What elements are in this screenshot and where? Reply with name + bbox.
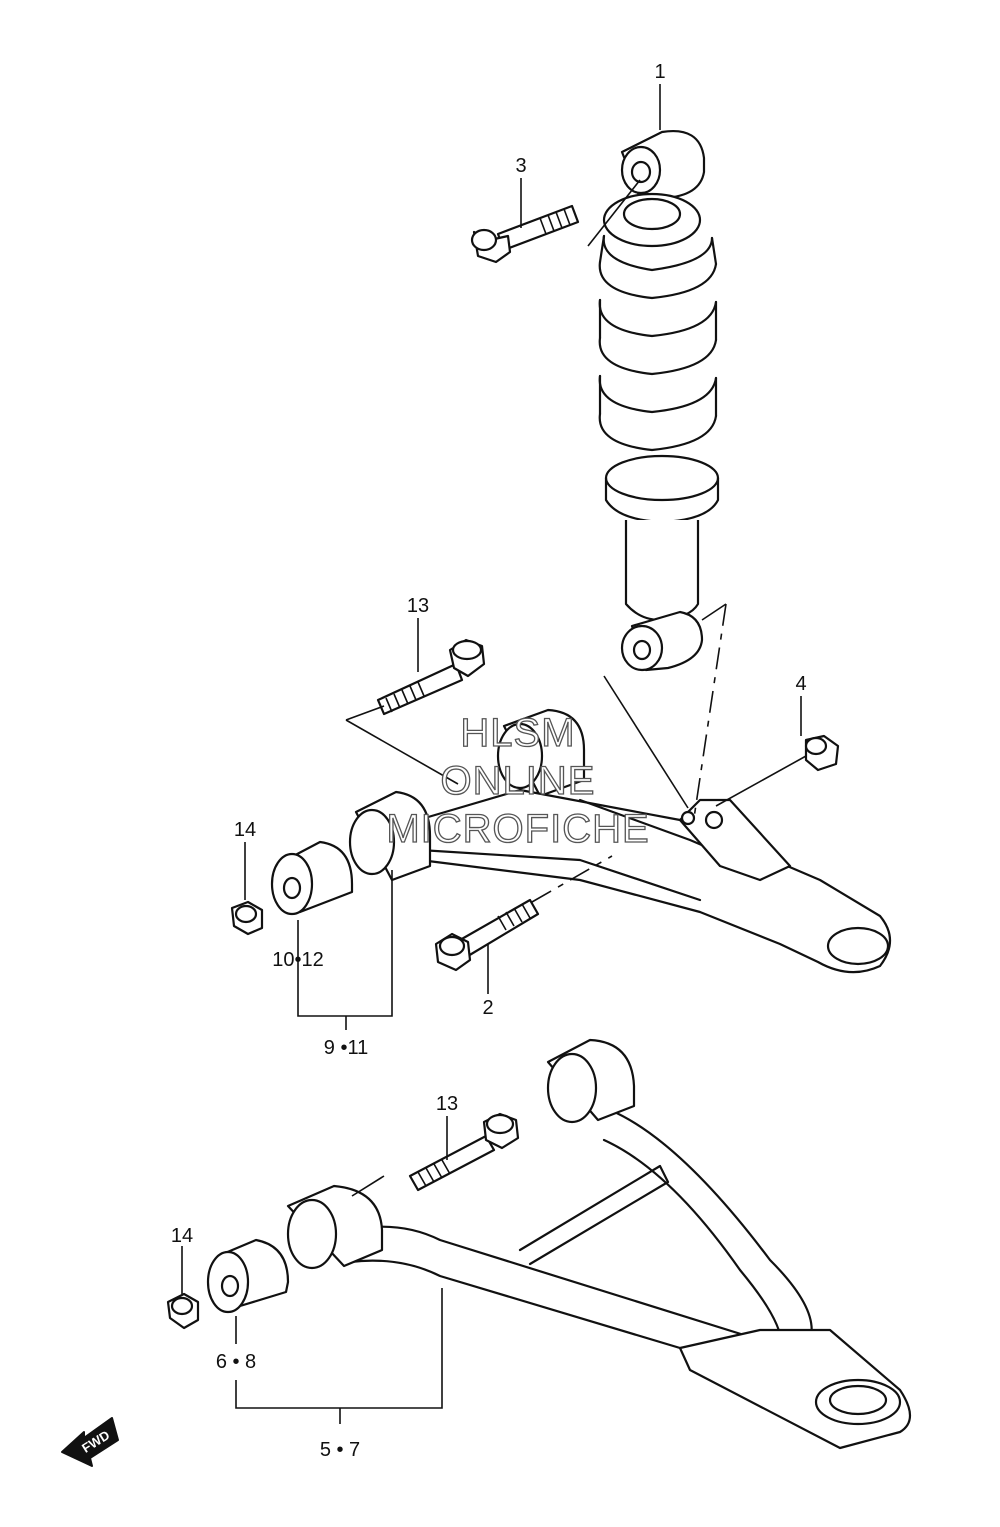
upper-control-arm xyxy=(348,708,892,974)
callout-2: 2 xyxy=(482,997,493,1019)
callout-13-lower: 13 xyxy=(436,1093,458,1115)
nut-4 xyxy=(804,734,840,772)
bolt-2 xyxy=(434,898,540,972)
bushing-6-8 xyxy=(206,1238,290,1314)
callout-5-7: 5 • 7 xyxy=(320,1439,360,1461)
callout-1: 1 xyxy=(654,61,665,83)
callout-9-11: 9 •11 xyxy=(324,1037,368,1059)
watermark-line-1: HLSM xyxy=(460,711,575,755)
bolt-3 xyxy=(470,204,580,264)
coil-spring xyxy=(598,234,718,452)
shock-absorber xyxy=(598,129,720,672)
callout-labels: 1 3 13 4 14 10•12 2 9 •11 13 14 6 • 8 5 … xyxy=(171,61,807,1461)
callout-14-lower: 14 xyxy=(171,1225,193,1247)
callout-10-12: 10•12 xyxy=(272,949,324,971)
nut-14-lower xyxy=(166,1292,200,1330)
lower-control-arm xyxy=(286,1038,912,1450)
leader-lines xyxy=(181,84,807,1424)
callout-4: 4 xyxy=(795,673,806,695)
callout-3: 3 xyxy=(515,155,526,177)
bushing-10-12 xyxy=(270,840,354,916)
fwd-arrow-icon: FWD xyxy=(61,1417,119,1467)
watermark-line-3: MICROFICHE xyxy=(386,807,649,851)
callout-6-8: 6 • 8 xyxy=(216,1351,256,1373)
callout-13-upper: 13 xyxy=(407,595,429,617)
nut-14-upper xyxy=(230,900,264,936)
watermark: HLSM ONLINE MICROFICHE xyxy=(386,710,650,851)
bolt-13-lower xyxy=(408,1112,520,1192)
callout-14-upper: 14 xyxy=(234,819,256,841)
watermark-line-2: ONLINE xyxy=(441,759,596,803)
bolt-13-upper xyxy=(376,638,486,716)
